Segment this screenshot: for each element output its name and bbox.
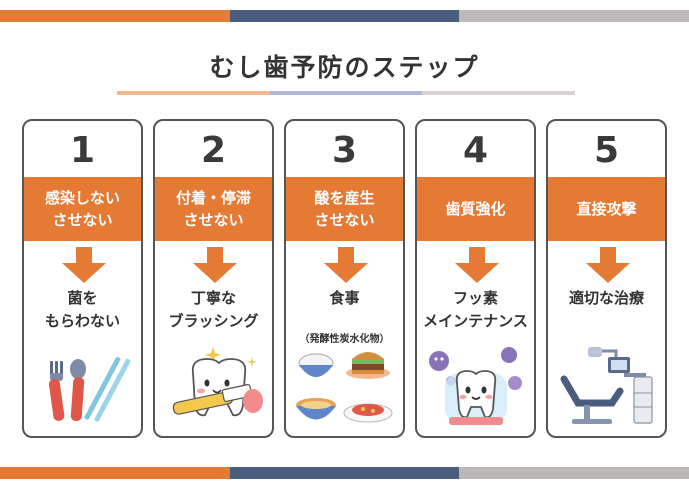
- step-condition: 付着・停滞 させない: [155, 177, 272, 241]
- title-underline: [117, 91, 576, 95]
- step-card-4: 4 歯質強化 フッ素 メインテナンス: [415, 119, 536, 438]
- step-condition: 感染しない させない: [24, 177, 141, 241]
- down-arrow-icon: [455, 247, 499, 283]
- step-action: 食事: [329, 289, 360, 307]
- step-action: フッ素 メインテナンス: [423, 289, 528, 330]
- step-card-1: 1 感染しない させない 菌を もらわない: [22, 119, 143, 438]
- step-action-note: （発酵性炭水化物）: [299, 334, 390, 345]
- step-number: 4: [462, 130, 489, 171]
- step-number: 2: [200, 130, 227, 171]
- step-number: 5: [593, 130, 620, 171]
- down-arrow-icon: [193, 247, 237, 283]
- food-icon: [296, 352, 393, 423]
- step-card-5: 5 直接攻撃 適切な治療: [546, 119, 667, 438]
- bottom-color-bar: [0, 467, 689, 479]
- step-condition: 直接攻撃: [548, 177, 665, 241]
- utensils-icon: [48, 356, 131, 422]
- step-action: 菌を もらわない: [44, 289, 120, 330]
- step-cards: 1 感染しない させない 菌を もらわない 2 付着・停滞 させない 丁寧な ブ…: [22, 119, 668, 442]
- step-card-3: 3 酸を産生 させない 食事 （発酵性炭水化物）: [284, 119, 405, 438]
- step-number: 3: [331, 130, 358, 171]
- step-condition: 歯質強化: [417, 177, 534, 241]
- down-arrow-icon: [324, 247, 368, 283]
- step-card-2: 2 付着・停滞 させない 丁寧な ブラッシング: [153, 119, 274, 438]
- page-title: むし歯予防のステップ: [209, 53, 480, 82]
- tooth-brushing-icon: [172, 347, 263, 417]
- tooth-germs-icon: [429, 347, 522, 425]
- down-arrow-icon: [62, 247, 106, 283]
- step-condition: 酸を産生 させない: [286, 177, 403, 241]
- step-number: 1: [69, 130, 96, 171]
- step-action: 適切な治療: [568, 289, 644, 307]
- dental-chair-icon: [560, 347, 653, 424]
- down-arrow-icon: [586, 247, 630, 283]
- step-action: 丁寧な ブラッシング: [168, 289, 259, 330]
- top-color-bar: [0, 10, 689, 22]
